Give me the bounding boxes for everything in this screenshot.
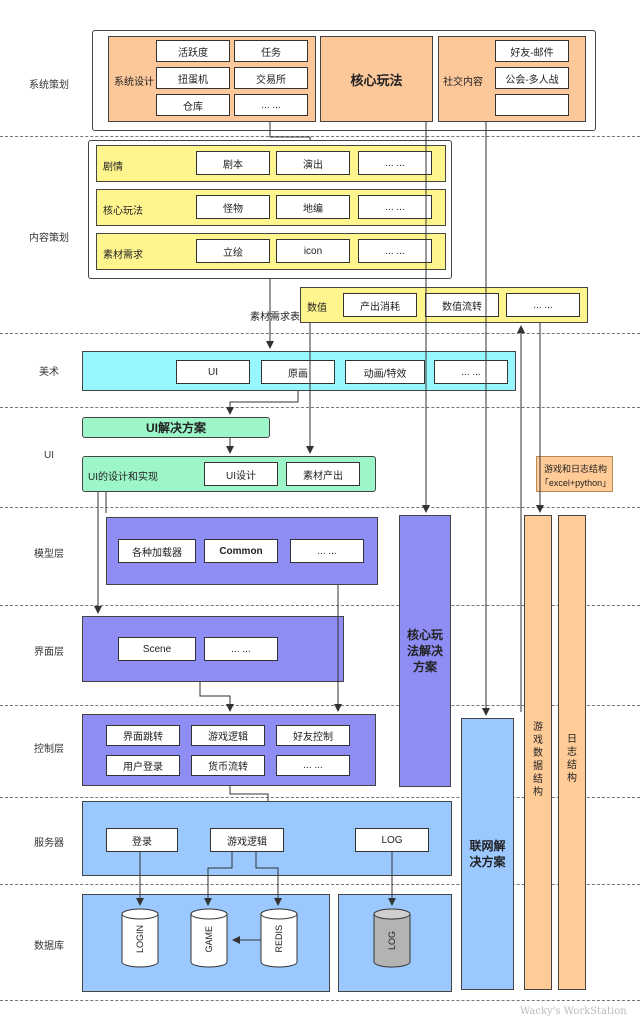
row-label-model: 模型层 [34,549,64,560]
view-item: Scene [118,637,196,661]
content-item: icon [276,239,350,263]
model-item: Common [204,539,278,563]
content-item: ... ... [358,195,432,219]
structure-note-line2: 「excel+python」 [539,478,612,488]
row-separator [0,884,640,885]
system-item: ... ... [234,94,308,116]
control-item: 游戏逻辑 [191,725,265,746]
row-separator [0,333,640,334]
art-item: 动画/特效 [345,360,425,384]
control-item: 好友控制 [276,725,350,746]
social-content-label: 社交内容 [443,77,483,88]
numeric-item: ... ... [506,293,580,317]
model-item: 各种加载器 [118,539,196,563]
social-item: 好友-邮件 [495,40,569,62]
server-item: 登录 [106,828,178,852]
content-item: 立绘 [196,239,270,263]
system-item: 交易所 [234,67,308,89]
model-item: ... ... [290,539,364,563]
ui-item: 素材产出 [286,462,360,486]
social-item [495,94,569,116]
content-item: ... ... [358,151,432,175]
social-item: 公会-多人战 [495,67,569,89]
content-item: ... ... [358,239,432,263]
db-label-log: LOG [387,931,397,951]
view-item: ... ... [204,637,278,661]
row-separator [0,136,640,137]
db-label-redis: REDIS [274,925,284,953]
row-label-content: 内容策划 [29,233,69,244]
system-item: 仓库 [156,94,230,116]
arrow-view-to-control [199,682,234,712]
row-label-control: 控制层 [34,744,64,755]
art-item: ... ... [434,360,508,384]
row-separator [0,605,640,606]
arrow-art-to-ui-solution [226,391,299,415]
structure-note: 游戏和日志结构 「excel+python」 [536,456,613,492]
content-item: 演出 [276,151,350,175]
core-gameplay-solution-label: 核心玩法解决方案 [406,628,443,674]
asset-requirement-table-label: 素材需求表 [250,312,300,323]
content-row-label: 素材需求 [103,250,143,261]
db-label-game: GAME [204,926,214,953]
content-item: 地编 [276,195,350,219]
server-item: LOG [355,828,429,852]
row-label-view: 界面层 [34,647,64,658]
control-item: 货币流转 [191,755,265,776]
row-separator [0,407,640,408]
log-structure-column: 日志结构 [558,515,586,990]
row-separator [0,705,640,706]
numeric-item: 产出消耗 [343,293,417,317]
ui-item: UI设计 [204,462,278,486]
network-solution-column: 联网解决方案 [461,718,514,990]
control-item: 界面跳转 [106,725,180,746]
network-solution-label: 联网解决方案 [469,839,506,869]
row-separator [0,507,640,508]
row-label-db: 数据库 [34,941,64,952]
control-item: ... ... [276,755,350,776]
ui-design-label: UI的设计和实现 [88,472,158,483]
content-item: 怪物 [196,195,270,219]
row-separator [0,1000,640,1001]
structure-note-line1: 游戏和日志结构 [543,464,607,474]
content-item: 剧本 [196,151,270,175]
numeric-label: 数值 [307,303,327,314]
watermark: Wacky's WorkStation [520,1006,627,1017]
row-separator [0,797,640,798]
numeric-item: 数值流转 [425,293,499,317]
row-label-ui: UI [44,450,54,461]
system-design-label: 系统设计 [114,77,154,88]
row-label-system: 系统策划 [29,80,69,91]
art-item: UI [176,360,250,384]
content-row-label: 核心玩法 [103,206,143,217]
log-structure-label: 日志结构 [567,734,577,784]
art-item: 原画 [261,360,335,384]
core-gameplay-box: 核心玩法 [320,36,433,122]
game-data-structure-column: 游戏数据结构 [524,515,552,990]
server-item: 游戏逻辑 [210,828,284,852]
game-data-structure-label: 游戏数据结构 [533,722,543,798]
system-item: 活跃度 [156,40,230,62]
system-item: 任务 [234,40,308,62]
db-label-login: LOGIN [135,925,145,954]
content-row-label: 剧情 [103,162,123,173]
row-label-server: 服务器 [34,838,64,849]
ui-solution-box: UI解决方案 [82,417,270,438]
system-item: 扭蛋机 [156,67,230,89]
row-label-art: 美术 [39,367,59,378]
core-gameplay-solution-column: 核心玩法解决方案 [399,515,451,787]
control-item: 用户登录 [106,755,180,776]
